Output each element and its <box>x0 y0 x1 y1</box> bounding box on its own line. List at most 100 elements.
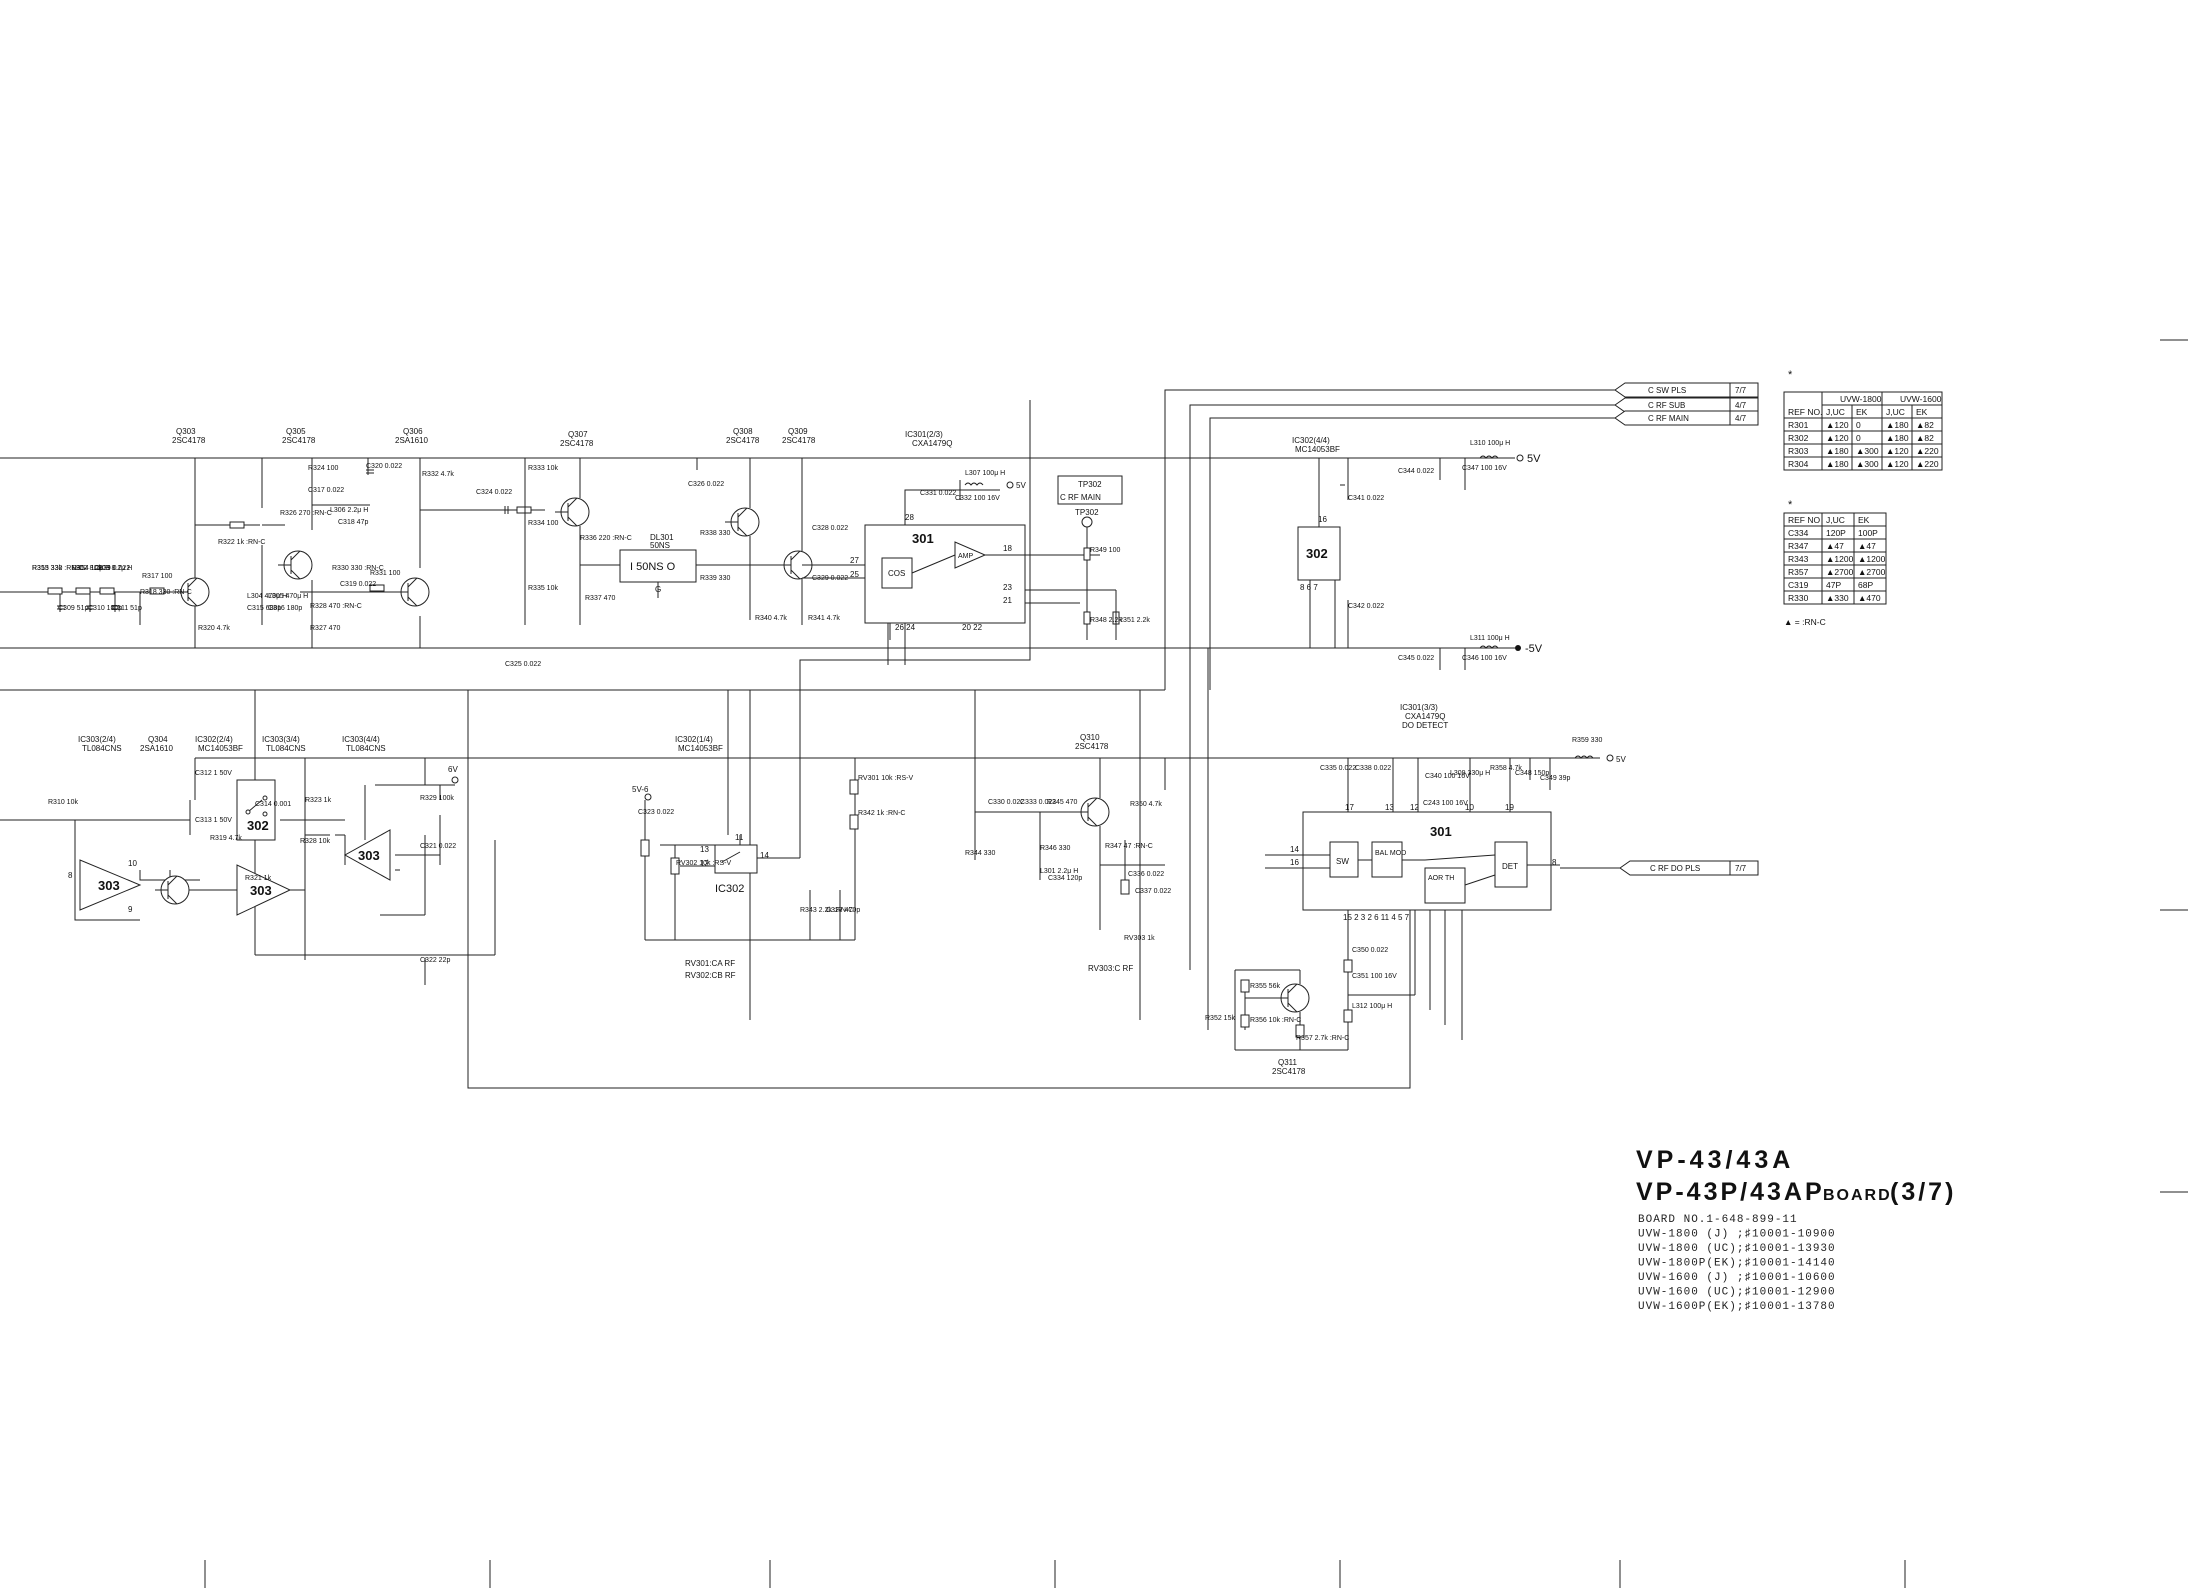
connector-c-sw-pls: C SW PLS 7/7 <box>1614 382 1759 398</box>
ic303-44-part: TL084CNS <box>346 744 386 753</box>
component-label: R328 10k <box>300 838 330 845</box>
component-label: R329 100k <box>420 795 454 802</box>
q310-ref: Q310 <box>1080 733 1100 742</box>
component-label: R342 1k :RN-C <box>858 810 905 817</box>
transistor-q304 <box>155 875 190 905</box>
table2-cell: 47P <box>1826 580 1841 590</box>
transistor-q311 <box>1234 959 1415 1051</box>
ic302-44-ref: IC302(4/4) <box>1292 436 1330 445</box>
connector-c-rf-sub-page: 4/7 <box>1735 401 1747 410</box>
component-label: R339 330 <box>700 575 730 582</box>
table2-cell: ▲47 <box>1858 541 1876 551</box>
component-label: C325 0.022 <box>505 661 541 668</box>
border-ticks <box>204 339 2188 1588</box>
component-label: R334 100 <box>528 520 558 527</box>
component-label: L304 470μ H <box>247 593 287 600</box>
q306-part: 2SA1610 <box>395 436 428 445</box>
component-label: R358 4.7k <box>1490 765 1522 772</box>
op303a-pin9: 9 <box>128 905 133 914</box>
transistor-q305 <box>278 550 313 580</box>
table1-header-cell: J,UC <box>1826 407 1845 417</box>
table1-cell: ▲120 <box>1826 420 1849 430</box>
component-label: R320 4.7k <box>198 625 230 632</box>
input-filter-section <box>0 458 545 648</box>
component-label: R346 330 <box>1040 845 1070 852</box>
table1-cell: R303 <box>1788 446 1809 456</box>
component-label: R331 100 <box>370 570 400 577</box>
connector-c-rf-sub: C RF SUB 4/7 <box>1614 397 1759 413</box>
delay-ref: DL301 <box>650 533 674 542</box>
supply-5v-l312-label: 5V <box>1616 755 1626 764</box>
det-pin12: 12 <box>1410 803 1419 812</box>
title-line1: VP-43/43A <box>1636 1146 1794 1174</box>
table2-header-cell: REF NO <box>1788 515 1821 525</box>
component-label: C312 1 50V <box>195 770 232 777</box>
supply-5v-l307-label: 5V <box>1016 481 1026 490</box>
component-label: R353 33k <box>32 565 62 572</box>
component-label: R332 4.7k <box>422 471 454 478</box>
table1-cell: ▲120 <box>1886 446 1909 456</box>
table1-cell: ▲300 <box>1856 446 1879 456</box>
adjust-notes: RV301:CA RF RV302:CB RF RV303:C RF <box>685 959 1133 980</box>
component-label: R330 330 :RN-C <box>332 565 384 572</box>
pin-23: 23 <box>1003 583 1012 592</box>
q306-ref: Q306 <box>403 427 423 436</box>
title-board-word: BOARD <box>1823 1187 1892 1204</box>
component-label: R335 10k <box>528 585 558 592</box>
tp302-box-label: C RF MAIN <box>1060 493 1101 502</box>
table2-cell: C319 <box>1788 580 1809 590</box>
ic303-34-part: TL084CNS <box>266 744 306 753</box>
ic302-pin11: 11 <box>735 833 744 842</box>
q304-part: 2SA1610 <box>140 744 173 753</box>
component-label: C332 100 16V <box>955 495 1000 502</box>
component-label: R328 470 :RN-C <box>310 603 362 610</box>
supply-5v-l307: 5V <box>964 481 1026 490</box>
component-label: C334 120p <box>1048 875 1082 882</box>
ic302-24-ref: IC302(2/4) <box>195 735 233 744</box>
op303a-pin8: 8 <box>68 871 73 880</box>
q310-section <box>974 690 1166 930</box>
component-label: C346 100 16V <box>1462 655 1507 662</box>
component-label: R348 2.2k <box>1090 617 1122 624</box>
connector-c-rf-do-pls-name: C RF DO PLS <box>1650 864 1700 873</box>
component-label: L302 8.2μ H <box>72 565 110 572</box>
supply-5v-l312: 5V <box>1529 754 1626 790</box>
table2-cell: ▲330 <box>1826 593 1849 603</box>
component-label: C336 0.022 <box>1128 871 1164 878</box>
pin-18: 18 <box>1003 544 1012 553</box>
bal-mod-label: BAL MOD <box>1375 850 1406 857</box>
pin-21: 21 <box>1003 596 1012 605</box>
connector-c-rf-main-name: C RF MAIN <box>1648 414 1689 423</box>
q308-ref: Q308 <box>733 427 753 436</box>
table1-cell: ▲120 <box>1886 459 1909 469</box>
component-label: C350 0.022 <box>1352 947 1388 954</box>
connector-c-rf-do-pls: C RF DO PLS 7/7 <box>1560 860 1759 876</box>
component-label: R333 10k <box>528 465 558 472</box>
op-amp-303-b: 303 <box>236 864 292 916</box>
table1-header-cell: J,UC <box>1886 407 1905 417</box>
table2-header-cell: J,UC <box>1826 515 1845 525</box>
table2-cell: R330 <box>1788 593 1809 603</box>
board-info-line: UVW-1600P(EK);♯10001-13780 <box>1638 1301 1836 1313</box>
component-label: C340 100 16V <box>1425 773 1470 780</box>
component-label: L305 470μ H <box>268 593 308 600</box>
sw-label: SW <box>1336 857 1349 866</box>
supply-5v-top: 5V <box>1479 453 1541 465</box>
component-label: C328 0.022 <box>812 525 848 532</box>
component-label: R337 470 <box>585 595 615 602</box>
board-info-line: UVW-1600 (UC);♯10001-12900 <box>1638 1287 1836 1299</box>
component-label: C347 100 16V <box>1462 465 1507 472</box>
switch-302-label: 302 <box>247 818 269 833</box>
table1-cell: ▲120 <box>1826 433 1849 443</box>
component-label: R317 100 <box>142 573 172 580</box>
supply-5v-label: 5V <box>1527 453 1541 465</box>
component-label: C316 180p <box>268 605 302 612</box>
table2-cell: ▲1200 <box>1826 554 1854 564</box>
input-passives <box>47 469 532 610</box>
table1-cell: ▲82 <box>1916 420 1934 430</box>
det-pin17: 17 <box>1345 803 1354 812</box>
table2-cell: R347 <box>1788 541 1809 551</box>
component-label: R345 470 <box>1047 799 1077 806</box>
